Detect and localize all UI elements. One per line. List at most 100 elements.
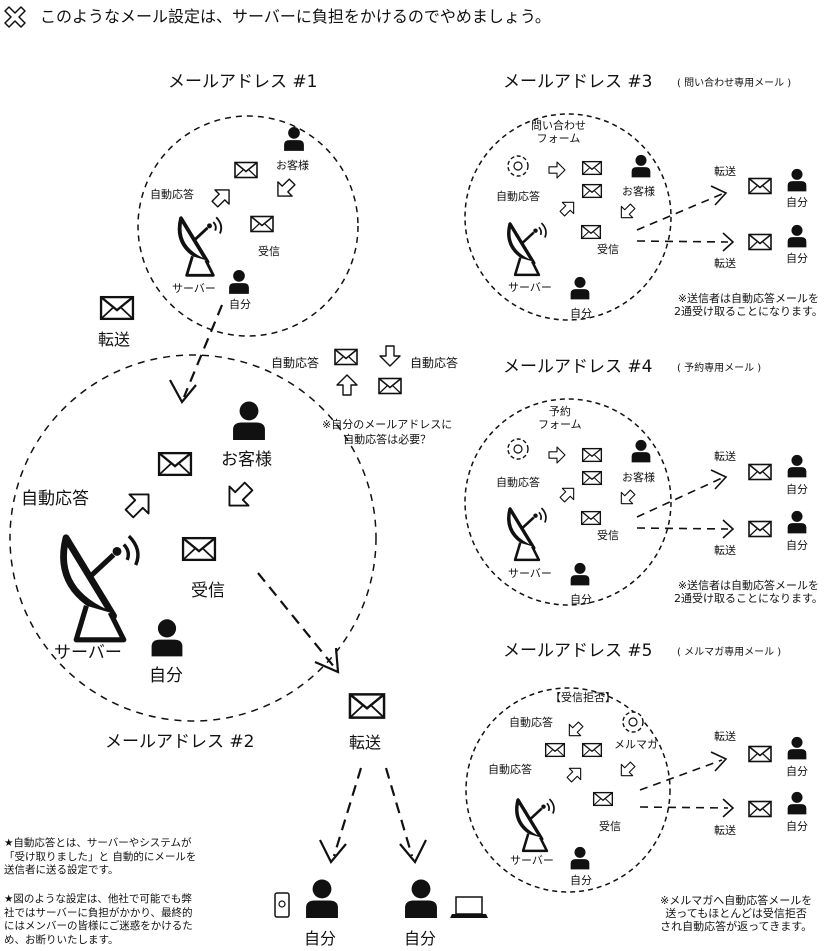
address1-to-address2-arrow (182, 304, 224, 398)
address4-subtitle: ( 予約専用メール ) (677, 363, 762, 374)
address5-reject-arrow-icon (563, 718, 587, 742)
address5-self-top-label: 自分 (786, 765, 808, 778)
address5-magazine-gear-icon (622, 711, 644, 733)
middle-question-note: ※自分のメールアドレスに 自動応答は必要？ (322, 418, 453, 446)
address5-incoming-arrow-icon (615, 758, 639, 782)
address5-note: ※メルマガへ自動応答メールを 送ってもほとんどは受信拒否 され自動応答が返ってき… (660, 894, 813, 934)
address1-incoming-arrow-icon (270, 174, 300, 204)
address2-forward-arrowhead (314, 647, 340, 674)
address5-outgoing-arrow-icon (563, 762, 587, 786)
address4-receive-envelope-icon (580, 510, 602, 526)
middle-auto-reply-left-label: 自動応答 (271, 356, 320, 370)
address3-envelope-a-icon (581, 160, 603, 176)
address3-auto-reply-label: 自動応答 (496, 190, 540, 203)
address2-self-phone-icon (306, 879, 338, 918)
address4-form-gear-icon (507, 438, 529, 460)
address4-envelope-a-icon (581, 447, 603, 463)
address2-receive-envelope-icon (181, 536, 217, 562)
address5-server-dish-icon (515, 797, 556, 853)
address3-form-arrow-icon (548, 161, 566, 179)
address5-auto-reply-label: 自動応答 (488, 763, 532, 776)
address1-receive-envelope-icon (250, 215, 274, 233)
address5-self-bottom-label: 自分 (786, 820, 808, 833)
address2-reply-envelope-icon (157, 451, 193, 477)
address2-customer-icon (233, 401, 265, 440)
address4-server-dish-icon (507, 506, 548, 562)
middle-auto-reply-right-label: 自動応答 (410, 356, 459, 370)
address3-fwd-bottom-envelope-icon (748, 233, 772, 251)
smartphone-icon (274, 892, 290, 918)
forward-to-phone-arrow (332, 767, 363, 857)
address5-receive-label: 受信 (599, 820, 621, 833)
address2-incoming-arrow-icon (218, 475, 260, 517)
address2-self-icon (151, 619, 183, 657)
address1-title: メールアドレス #1 (168, 72, 318, 92)
address5-subtitle: ( メルマガ専用メール ) (677, 647, 782, 658)
middle-envelope-right-icon (378, 377, 402, 395)
address4-circle (464, 398, 672, 606)
address5-envelope-a-icon (544, 742, 566, 758)
address5-fwd-bottom-label: 転送 (714, 824, 736, 837)
middle-up-arrow-icon (336, 374, 358, 396)
warning-banner-text: このようなメール設定は、サーバーに負担をかけるのでやめましょう。 (40, 7, 551, 26)
address5-self-top-icon (787, 736, 807, 760)
address2-self-phone-label: 自分 (304, 929, 337, 948)
address3-self-bottom-label: 自分 (786, 252, 808, 265)
address2-self-pc-icon (405, 879, 437, 918)
address5-self-bottom-icon (787, 791, 807, 815)
address5-title: メールアドレス #5 (503, 641, 653, 661)
address3-form-label: 問い合わせ フォーム (531, 119, 586, 145)
footnote-refusal: ★図のような設定は、他社で可能でも弊 社ではサーバーに負担がかかり、最終的 には… (4, 893, 193, 946)
address3-title: メールアドレス #3 (503, 72, 653, 92)
forward-to-pc-arrow (384, 767, 414, 857)
address3-note: ※送信者は自動応答メールを 2通受け取ることになります。 (674, 292, 823, 319)
address1-self-label: 自分 (229, 298, 251, 311)
address3-server-label: サーバー (508, 281, 552, 294)
laptop-icon (450, 896, 488, 918)
address2-circle (9, 354, 377, 722)
address4-note: ※送信者は自動応答メールを 2通受け取ることになります。 (674, 579, 823, 606)
cross-mark-icon (4, 6, 26, 28)
address4-customer-label: お客様 (622, 471, 655, 484)
address3-incoming-arrow-icon (615, 200, 639, 224)
address2-self-label: 自分 (149, 666, 183, 686)
address4-receive-label: 受信 (597, 529, 619, 542)
address4-self-icon (570, 562, 590, 586)
address2-forward-label: 転送 (349, 733, 382, 752)
address5-receive-envelope-icon (592, 791, 614, 807)
address2-server-label: サーバー (54, 643, 122, 663)
address3-self-top-label: 自分 (786, 196, 808, 209)
address2-auto-reply-label: 自動応答 (21, 489, 89, 509)
address4-fwd-top-label: 転送 (714, 450, 736, 463)
address5-self-label: 自分 (570, 874, 592, 887)
address3-fwd-bottom-label: 転送 (714, 257, 736, 270)
address1-customer-label: お客様 (276, 159, 309, 172)
address2-outgoing-arrow-icon (118, 483, 160, 525)
forward-envelope-icon (99, 295, 135, 321)
forward-label: 転送 (98, 330, 131, 349)
address4-form-label: 予約 フォーム (538, 405, 582, 431)
address5-envelope-b-icon (581, 742, 603, 758)
address4-self-label: 自分 (570, 593, 592, 606)
address3-customer-icon (631, 154, 651, 178)
address1-outgoing-arrow-icon (207, 182, 237, 212)
address1-circle (137, 115, 359, 337)
address3-self-icon (570, 276, 590, 300)
address5-circle (465, 687, 671, 893)
address1-customer-icon (284, 127, 304, 151)
address3-envelope-b-icon (581, 183, 603, 199)
address3-fwd-top-envelope-icon (748, 177, 772, 195)
address1-server-label: サーバー (172, 282, 216, 295)
address2-receive-label: 受信 (191, 581, 225, 601)
address5-auto-reply-top-label: 自動応答 (509, 716, 553, 729)
address3-self-bottom-icon (787, 224, 807, 248)
address3-customer-label: お客様 (622, 185, 655, 198)
address5-fwd-bottom-envelope-icon (748, 800, 772, 818)
address1-reply-envelope-icon (234, 161, 258, 179)
address4-fwd-bottom-envelope-icon (748, 520, 772, 538)
address4-form-arrow-icon (548, 446, 566, 464)
address2-forward-envelope-icon (348, 693, 386, 719)
address2-self-pc-label: 自分 (404, 929, 437, 948)
address4-customer-icon (631, 439, 651, 463)
